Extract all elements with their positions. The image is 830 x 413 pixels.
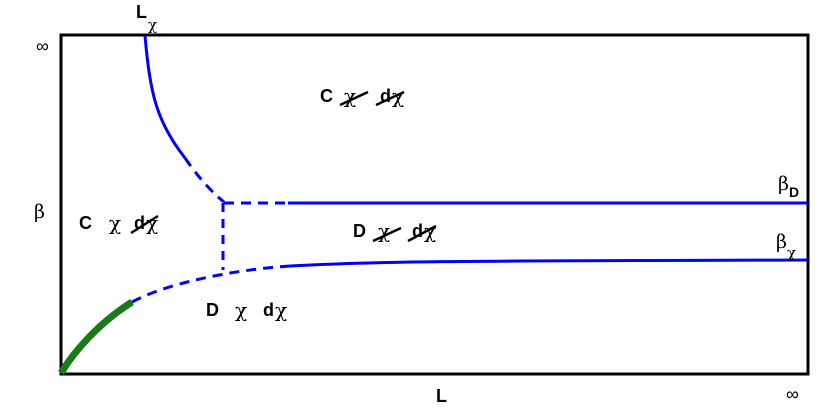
beta-chi-curve-solid [289,258,808,268]
region-left-chi: χ [109,211,121,235]
x-axis-label: L [436,386,447,406]
region-top-dchi-strike [375,90,405,107]
region-top-letter: C [320,86,333,106]
beta-d-main: β [778,173,789,195]
region-middle-chi-strike [372,226,402,243]
region-bottom-dchi: χ [275,298,287,322]
region-left-label: C χ d χ [79,211,159,235]
region-left-letter: C [79,213,92,233]
region-bottom-label: D χ d χ [206,298,287,322]
region-bottom-letter: D [206,300,219,320]
beta-chi-main: β [776,231,787,253]
region-middle-label: D χ d χ [353,219,437,243]
beta-d-sub: D [789,184,799,200]
region-bottom-chi: χ [235,298,247,322]
y-axis-label: β [34,201,45,223]
y-infinity-label: ∞ [36,36,49,56]
region-middle-letter: D [353,221,366,241]
diagram-frame [59,33,810,376]
region-top-chi-strike [339,90,369,107]
region-top-label: C χ d χ [320,84,405,108]
region-top-d: d [380,86,391,106]
region-middle-d: d [412,221,423,241]
region-top-chi: χ [344,84,356,108]
region-left-d: d [134,213,145,233]
beta-chi-curve-green [58,299,134,375]
region-middle-dchi: χ [424,219,436,243]
region-bottom-d: d [263,300,274,320]
beta-chi-sub: χ [787,244,796,262]
l-chi-main: L [136,2,147,22]
x-infinity-label: ∞ [786,384,799,404]
beta-d-label: β D [778,173,799,200]
region-middle-dchi-strike [407,224,437,243]
l-chi-curve-dashed [183,157,225,204]
l-chi-label: L χ [136,2,157,34]
region-left-dchi-strike [130,214,159,235]
l-chi-curve-solid [143,35,187,159]
beta-chi-curve-dashed [131,264,291,304]
l-chi-sub: χ [148,16,157,34]
beta-chi-label: β χ [776,231,796,262]
region-middle-chi: χ [378,219,390,243]
